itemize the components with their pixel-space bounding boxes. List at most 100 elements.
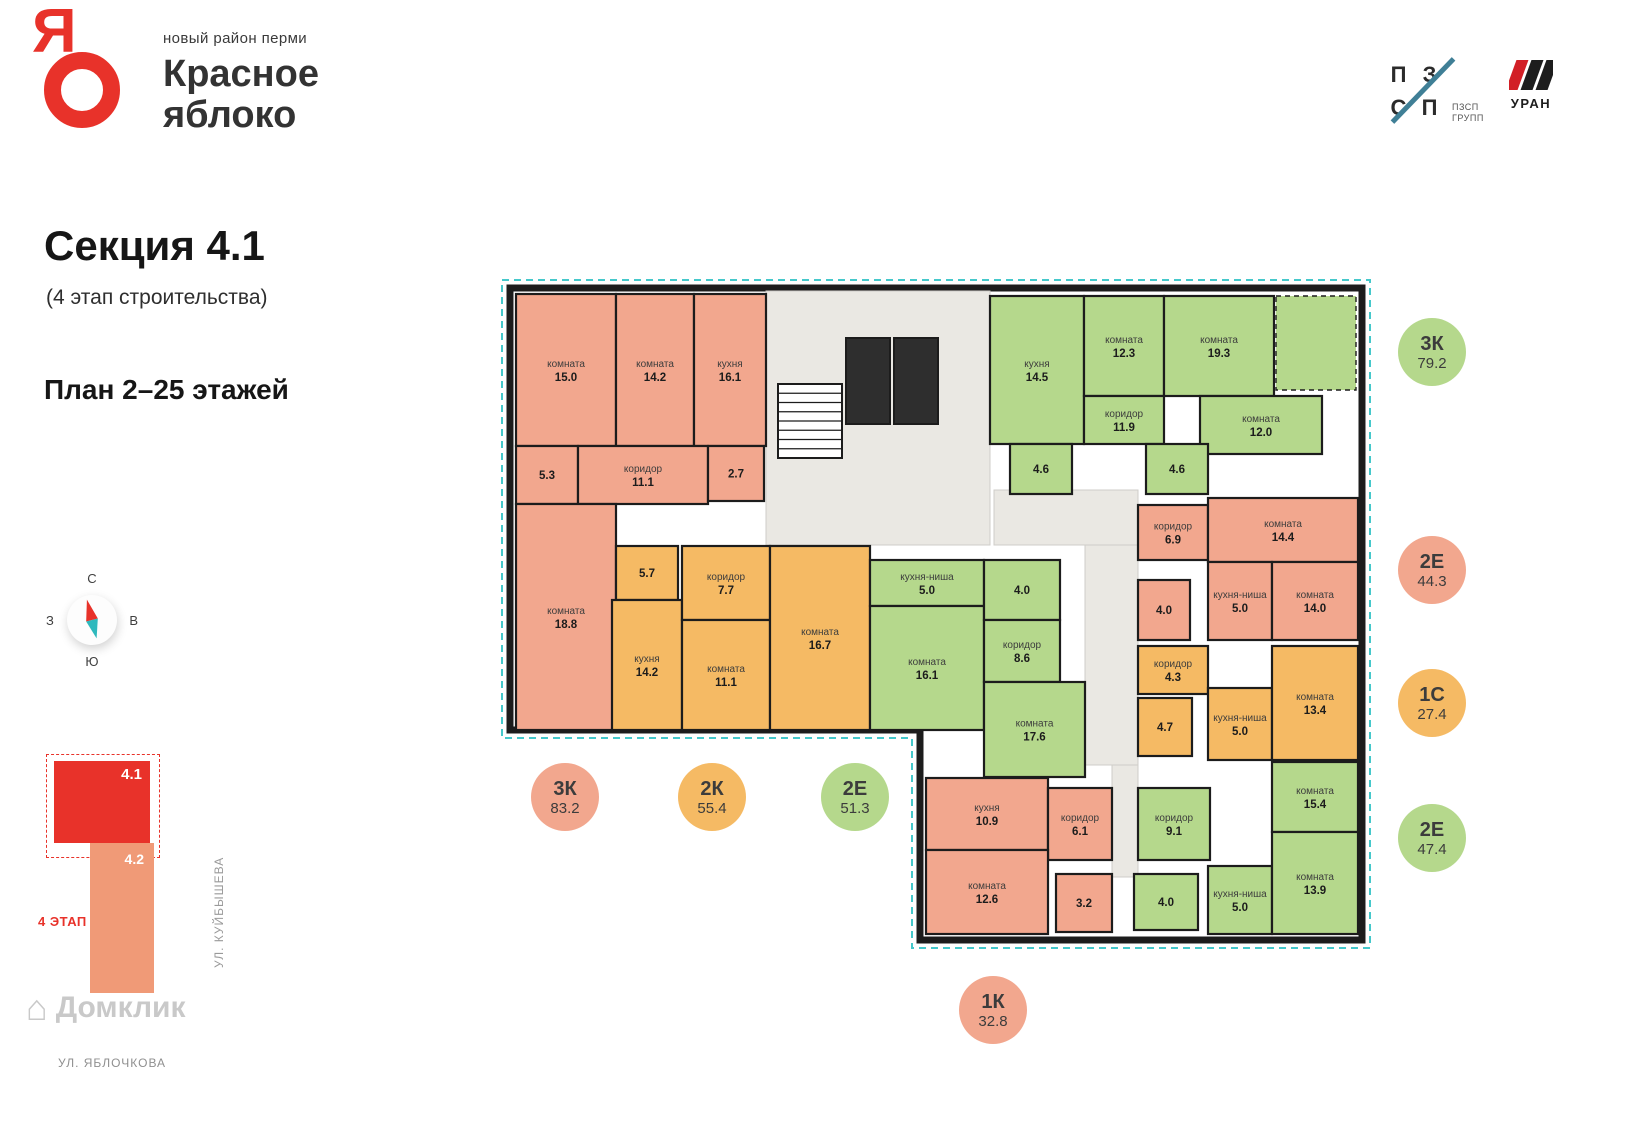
room-комната [514, 502, 618, 732]
room-area-label: 14.5 [1026, 372, 1049, 384]
room-name-label: кухня-ниша [1213, 590, 1267, 601]
building-block-4-2-label: 4.2 [124, 851, 144, 867]
room [1136, 578, 1192, 642]
common-area [993, 489, 1139, 546]
room-area-label: 16.1 [719, 372, 742, 384]
room-name-label: коридор [1003, 640, 1042, 651]
room-area-label: 18.8 [555, 619, 578, 631]
room-комната [982, 680, 1087, 779]
compass-dial [61, 589, 123, 651]
room-комната [614, 292, 696, 448]
room-комната [514, 292, 618, 448]
room-area-label: 11.1 [632, 477, 654, 489]
building-block-4-1: 4.1 [54, 761, 150, 843]
room-area-label: 4.0 [1156, 605, 1172, 617]
brand-logo: Я [28, 0, 158, 162]
room-area-label: 14.0 [1304, 603, 1326, 615]
apartment-area-label: 79.2 [1417, 354, 1447, 372]
apartment-area-label: 83.2 [550, 799, 580, 817]
room-комната [1206, 496, 1360, 564]
room-area-label: 6.1 [1072, 826, 1089, 838]
room-area-label: 4.3 [1165, 672, 1181, 684]
domclick-watermark: ⌂ Домклик [26, 990, 186, 1026]
compass-needle-south-icon [86, 618, 103, 640]
plan-title: План 2–25 этажей [44, 374, 289, 405]
apartment-type-label: 3К [553, 777, 577, 800]
room-area-label: 13.9 [1304, 885, 1326, 897]
pzsp-logo: П З С П ПЗСП ГРУПП [1383, 57, 1484, 125]
room-area-label: 15.4 [1304, 799, 1327, 811]
room [514, 444, 580, 506]
room-комната [1270, 760, 1360, 834]
room-name-label: кухня-ниша [900, 572, 954, 583]
elevator-shaft [893, 337, 939, 425]
room [1132, 872, 1200, 932]
room-area-label: 16.7 [809, 640, 831, 652]
apartment-type-label: 2К [700, 777, 724, 800]
room-area-label: 11.9 [1113, 422, 1135, 434]
room-name-label: коридор [624, 464, 663, 475]
room-name-label: комната [1296, 590, 1334, 601]
building-block-4-1-label: 4.1 [121, 766, 142, 783]
room-комната [1082, 294, 1166, 398]
room-name-label: комната [968, 881, 1006, 892]
room-кухня-ниша [1206, 560, 1274, 642]
room-комната [680, 618, 772, 732]
room-коридор [1136, 503, 1210, 562]
room-коридор [1046, 786, 1114, 862]
room [1275, 295, 1357, 391]
apartment-area-label: 44.3 [1417, 572, 1447, 590]
pzsp-letter: П [1390, 61, 1407, 87]
compass-west-label: З [46, 613, 54, 628]
apartment-type-label: 2Е [842, 777, 868, 800]
room-name-label: коридор [707, 572, 746, 583]
room-кухня-ниша [1206, 686, 1274, 762]
room [1144, 442, 1210, 496]
room-name-label: коридор [1061, 813, 1100, 824]
room-area-label: 5.0 [1232, 726, 1248, 738]
street-label-yablochkova: УЛ. ЯБЛОЧКОВА [58, 1056, 167, 1070]
apartment-type-label: 2Е [1419, 550, 1445, 573]
room-name-label: комната [908, 657, 946, 668]
room-name-label: коридор [1154, 522, 1193, 533]
room-area-label: 17.6 [1023, 732, 1045, 744]
brand-text: новый район перми Красное яблоко [163, 30, 319, 135]
room-комната [1162, 294, 1276, 398]
room-name-label: комната [1264, 519, 1302, 530]
apartment-area-label: 32.8 [978, 1012, 1008, 1030]
compass-east-label: В [129, 613, 138, 628]
pzsp-caption: ПЗСП ГРУПП [1452, 102, 1484, 125]
room [1054, 872, 1114, 934]
room-name-label: комната [1296, 692, 1334, 703]
room-name-label: комната [1296, 786, 1334, 797]
room-name-label: комната [1242, 414, 1280, 425]
room-area-label: 10.9 [976, 816, 998, 828]
compass-south-label: Ю [85, 654, 99, 669]
apartment-area-label: 47.4 [1417, 840, 1447, 858]
compass: С Ю З В [44, 571, 140, 669]
building-block-4-2: 4.2 [90, 843, 154, 993]
pzsp-caption-line1: ПЗСП [1452, 101, 1479, 112]
stage-label: 4 ЭТАП [38, 914, 87, 929]
room-area-label: 9.1 [1166, 826, 1183, 838]
apartment-area-label: 55.4 [697, 799, 727, 817]
site-location-map: 4.1 4.2 4 ЭТАП [30, 748, 230, 1008]
room-кухня [988, 294, 1086, 446]
room-кухня [924, 776, 1050, 852]
room-area-label: 4.7 [1157, 722, 1173, 734]
elevator-shaft [845, 337, 891, 425]
room-area-label: 11.1 [715, 677, 737, 689]
apartment-area-label: 27.4 [1417, 705, 1447, 723]
apartment-area-label: 51.3 [840, 799, 870, 817]
room-area-label: 8.6 [1014, 653, 1030, 665]
apartment-type-label: 1К [981, 990, 1005, 1013]
room-area-label: 14.2 [644, 372, 666, 384]
brand-tagline: новый район перми [163, 30, 308, 47]
room-комната [924, 848, 1050, 936]
common-area [1111, 764, 1139, 878]
room-коридор [982, 618, 1062, 684]
